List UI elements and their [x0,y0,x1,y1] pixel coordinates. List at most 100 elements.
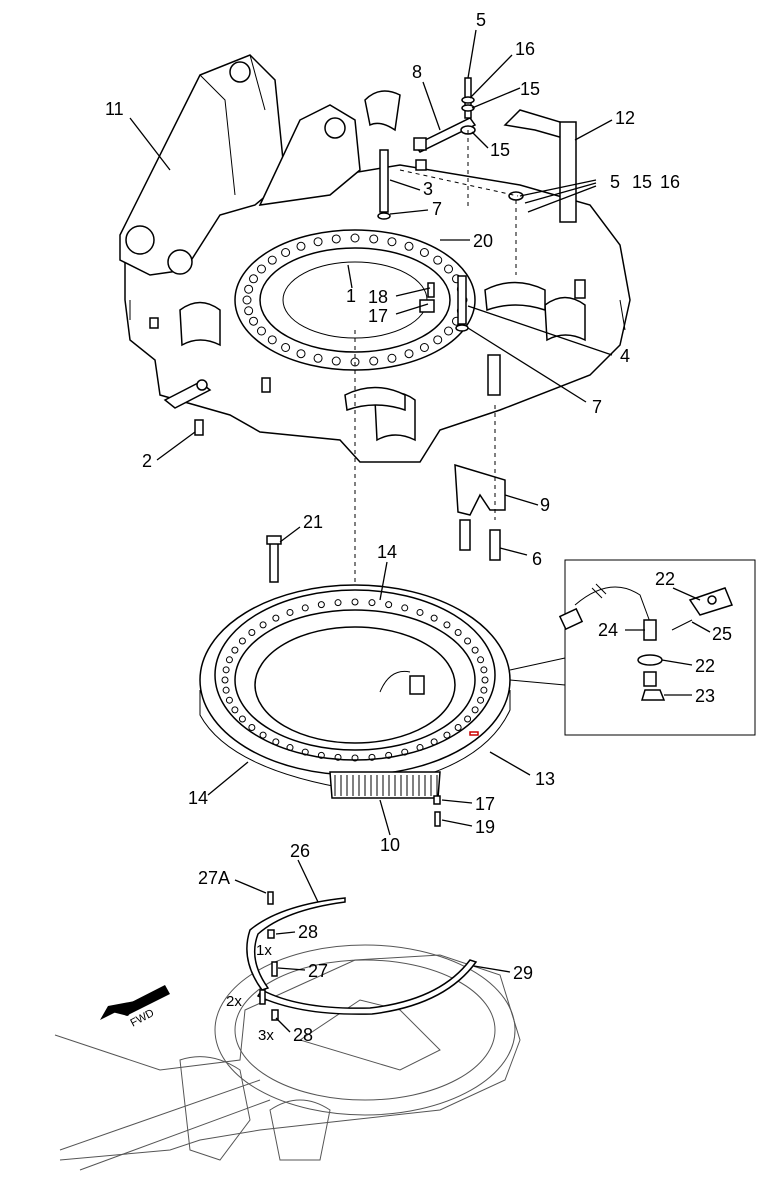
bolt-hole [256,326,266,336]
bolt-hole [350,233,360,243]
bolt-hole [369,356,379,366]
callout-20: 20 [473,231,493,251]
callout-16: 16 [660,172,680,192]
callout-28: 28 [293,1025,313,1045]
callout-22: 22 [655,569,675,589]
bolt-circle [242,233,468,367]
callout-29: 29 [513,963,533,983]
callout-4: 4 [620,346,630,366]
bolt-hole [267,335,277,345]
bolt-hole [444,264,454,274]
bolt-hole [259,621,267,629]
bolt-hole [444,326,454,336]
bolt-hole [481,676,489,684]
callout-5: 5 [476,10,486,30]
callout-21: 21 [303,512,323,532]
bolt-hole [464,637,472,645]
bolt-hole [454,629,462,637]
bolt-hole [286,608,294,616]
bolt-hole [313,353,323,363]
bolt-hole [249,316,259,326]
bolt-hole [238,637,246,645]
bolt-hole [267,255,277,265]
callout-3: 3 [423,179,433,199]
bolt-hole [433,335,443,345]
bolt-hole [443,621,451,629]
callout-16: 16 [515,39,535,59]
bolt-hole [430,614,438,622]
callout-2x: 2x [226,993,242,1010]
callout-8: 8 [412,62,422,82]
bolt-hole [244,306,254,316]
callout-17: 17 [475,794,495,814]
bolt-hole [238,715,246,723]
callout-22: 22 [695,656,715,676]
bolt-hole [419,248,429,258]
bolt-hole [334,599,342,607]
bolt-hole [385,751,393,759]
callout-10: 10 [380,835,400,855]
bolt-hole [231,646,239,654]
bolt-hole [301,604,309,612]
callout-27: 27 [308,961,328,981]
bolt-hole [401,748,409,756]
bolt-hole [416,744,424,752]
bolt-hole [286,744,294,752]
bolt-hole [222,666,230,674]
sensor-detail-box [509,559,756,736]
bolt-hole [471,706,479,714]
callout-13: 13 [535,769,555,789]
bolt-hole [317,751,325,759]
bolt-hole [351,754,359,762]
callout-5: 5 [610,172,620,192]
bolt-hole [480,666,488,674]
callout-27a: 27A [198,868,230,888]
bolt-hole [248,629,256,637]
bolt-hole [471,646,479,654]
bolt-hole [334,753,342,761]
leader-lines [129,29,711,1033]
bolt-hole [477,656,485,664]
callout-9: 9 [540,495,550,515]
bolt-hole [443,731,451,739]
bolt-hole [331,356,341,366]
bolt-hole [368,599,376,607]
bolt-hole [401,604,409,612]
bolt-hole [272,738,280,746]
upper-frame [119,54,631,561]
bolt-hole [404,241,414,251]
bolt-hole [225,696,233,704]
bolt-hole [351,598,359,606]
bolt-hole [387,353,397,363]
bolt-hole [301,748,309,756]
bolt-hole [331,234,341,244]
bolt-hole [369,234,379,244]
callout-2: 2 [142,451,152,471]
bolt-hole [296,349,306,359]
bolt-hole [454,723,462,731]
callout-1x: 1x [256,942,272,959]
bolt-hole [272,614,280,622]
callout-14: 14 [188,788,208,808]
callout-12: 12 [615,108,635,128]
bolt-hole [430,738,438,746]
bolt-hole [225,656,233,664]
callout-7: 7 [432,199,442,219]
bolt-hole [480,686,488,694]
bolt-hole [385,601,393,609]
callout-1: 1 [346,286,356,306]
bolt-hole [231,706,239,714]
bolt-hole [368,753,376,761]
callout-25: 25 [712,624,732,644]
callout-17: 17 [368,306,388,326]
swing-bearing [199,535,511,827]
callout-19: 19 [475,817,495,837]
bolt-hole [433,255,443,265]
bolt-hole [222,686,230,694]
bolt-hole [296,241,306,251]
callout-11: 11 [105,99,124,119]
bolt-hole [242,295,252,305]
bolt-hole [477,696,485,704]
